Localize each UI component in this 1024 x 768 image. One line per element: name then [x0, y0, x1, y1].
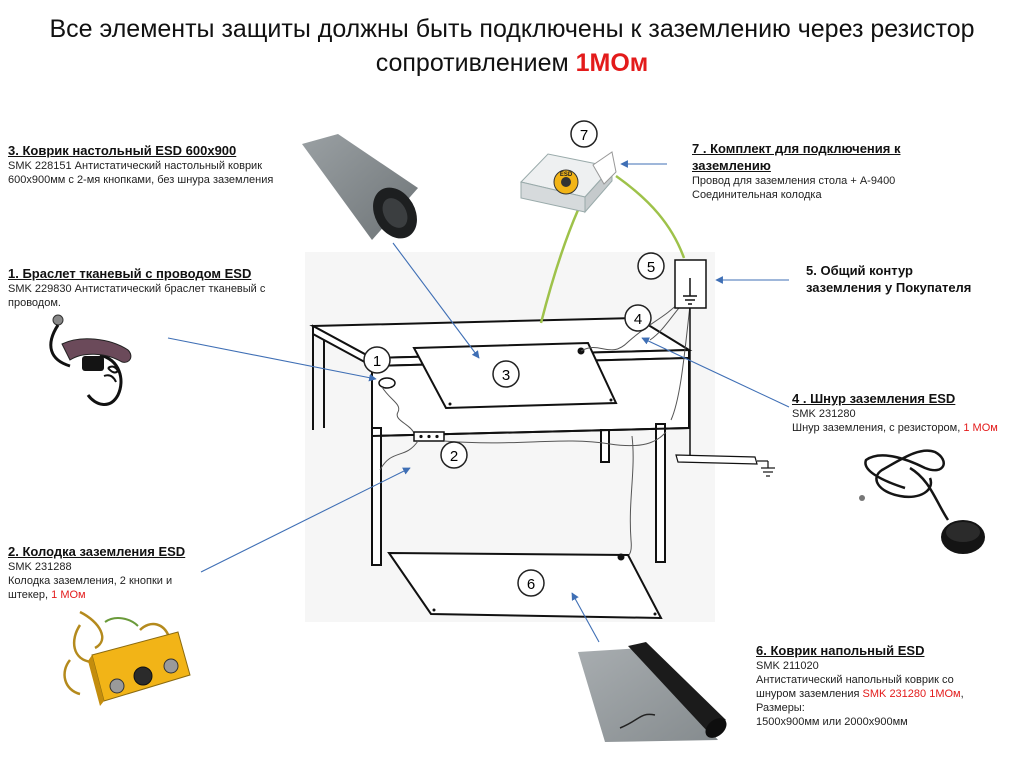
arrow-floor-mat	[571, 592, 600, 643]
svg-text:6: 6	[527, 576, 535, 593]
arrow-cord	[641, 337, 790, 408]
label-grounding-block-heading: 2. Колодка заземления ESD	[8, 544, 186, 559]
label-floor-mat-line-4: Размеры:	[756, 702, 805, 714]
kit-box-image: ESD	[520, 151, 617, 214]
label-table-mat: 3. Коврик настольный ESD 600х900 SMK 228…	[8, 142, 308, 187]
label-table-mat-line-1: SMK 228151 Антистатический настольный ко…	[8, 160, 263, 172]
label-floor-mat-line-2: Антистатический напольный коврик со	[756, 674, 954, 686]
label-ground-contour-heading-1: 5. Общий контур	[806, 263, 913, 278]
page-title: Все элементы защиты должны быть подключе…	[0, 12, 1024, 80]
label-floor-mat: 6. Коврик напольный ESD SMK 211020 Антис…	[756, 642, 1018, 729]
green-ground-wire	[539, 174, 686, 324]
title-line-2-text: сопротивлением	[375, 49, 576, 77]
label-bracelet-line-1: SMK 229830 Антистатический браслет ткане…	[8, 283, 266, 295]
label-grounding-kit-heading-1: 7 . Комплект для подключения к	[692, 141, 901, 156]
ground-contour	[674, 259, 775, 477]
label-ground-cord: 4 . Шнур заземления ESD SMK 231280 Шнур …	[792, 390, 1022, 435]
label-floor-mat-line-5: 1500х900мм или 2000х900мм	[756, 716, 908, 728]
callout-number-3: 3	[492, 360, 520, 388]
bracelet-image	[49, 314, 132, 406]
label-floor-mat-heading: 6. Коврик напольный ESD	[756, 643, 925, 658]
callout-number-6: 6	[517, 569, 545, 597]
arrow-block	[200, 467, 411, 573]
label-table-mat-heading: 3. Коврик настольный ESD 600х900	[8, 143, 237, 158]
svg-text:5: 5	[647, 259, 655, 276]
callout-number-7: 7	[570, 120, 598, 148]
label-ground-cord-heading: 4 . Шнур заземления ESD	[792, 391, 956, 406]
label-ground-contour: 5. Общий контур заземления у Покупателя	[806, 262, 1016, 296]
label-grounding-block-resistance: 1 МОм	[51, 589, 86, 601]
bracelet-on-table	[378, 377, 415, 434]
label-bracelet-line-2: проводом.	[8, 297, 61, 309]
label-grounding-block: 2. Колодка заземления ESD SMK 231288 Кол…	[8, 543, 248, 602]
label-floor-mat-line-1: SMK 211020	[756, 660, 819, 672]
title-line-2: сопротивлением 1МОм	[0, 46, 1024, 80]
table-mat-roll-image	[302, 134, 418, 240]
label-floor-mat-cord-ref: SMK 231280 1МОм	[862, 688, 961, 700]
floor-mat-image	[578, 642, 727, 742]
label-bracelet-heading: 1. Браслет тканевый с проводом ESD	[8, 266, 252, 281]
label-ground-cord-line-2: Шнур заземления, с резистором, 1 МОм	[792, 422, 998, 434]
svg-text:1: 1	[373, 353, 381, 370]
arrow-bracelet	[167, 337, 377, 382]
label-ground-contour-heading-2: заземления у Покупателя	[806, 280, 972, 295]
callout-number-1: 1	[363, 346, 391, 374]
label-grounding-kit: 7 . Комплект для подключения к заземлени…	[692, 140, 952, 202]
arrow-table-mat	[392, 242, 480, 359]
grounding-block-image	[63, 610, 191, 706]
label-bracelet: 1. Браслет тканевый с проводом ESD SMK 2…	[8, 265, 298, 310]
svg-text:ESD: ESD	[560, 172, 573, 178]
label-grounding-block-line-2: Колодка заземления, 2 кнопки и	[8, 575, 173, 587]
label-table-mat-line-2: 600х900мм с 2-мя кнопками, без шнура заз…	[8, 174, 274, 186]
label-grounding-kit-heading-2: заземлению	[692, 158, 771, 173]
label-grounding-block-line-1: SMK 231288	[8, 561, 72, 573]
callout-arrows	[167, 160, 790, 643]
label-grounding-block-line-3: штекер, 1 МОм	[8, 589, 86, 601]
grounding-block-on-table	[379, 431, 445, 471]
label-ground-cord-resistance: 1 МОм	[963, 422, 998, 434]
label-grounding-kit-line-1: Провод для заземления стола + А-9400	[692, 175, 896, 187]
title-resistance-value: 1МОм	[575, 49, 649, 77]
svg-text:7: 7	[580, 127, 588, 144]
callout-number-4: 4	[624, 304, 652, 332]
svg-text:4: 4	[634, 311, 642, 328]
title-line-1: Все элементы защиты должны быть подключе…	[49, 15, 975, 43]
svg-text:2: 2	[450, 448, 458, 465]
ground-cord-image	[859, 449, 985, 554]
label-ground-cord-line-1: SMK 231280	[792, 408, 856, 420]
label-floor-mat-line-3: шнуром заземления SMK 231280 1МОм,	[756, 688, 964, 700]
label-grounding-kit-line-2: Соединительная колодка	[692, 189, 822, 201]
ground-wires	[443, 297, 691, 557]
callout-number-5: 5	[637, 252, 665, 280]
callout-number-2: 2	[440, 441, 468, 469]
svg-text:3: 3	[502, 367, 510, 384]
